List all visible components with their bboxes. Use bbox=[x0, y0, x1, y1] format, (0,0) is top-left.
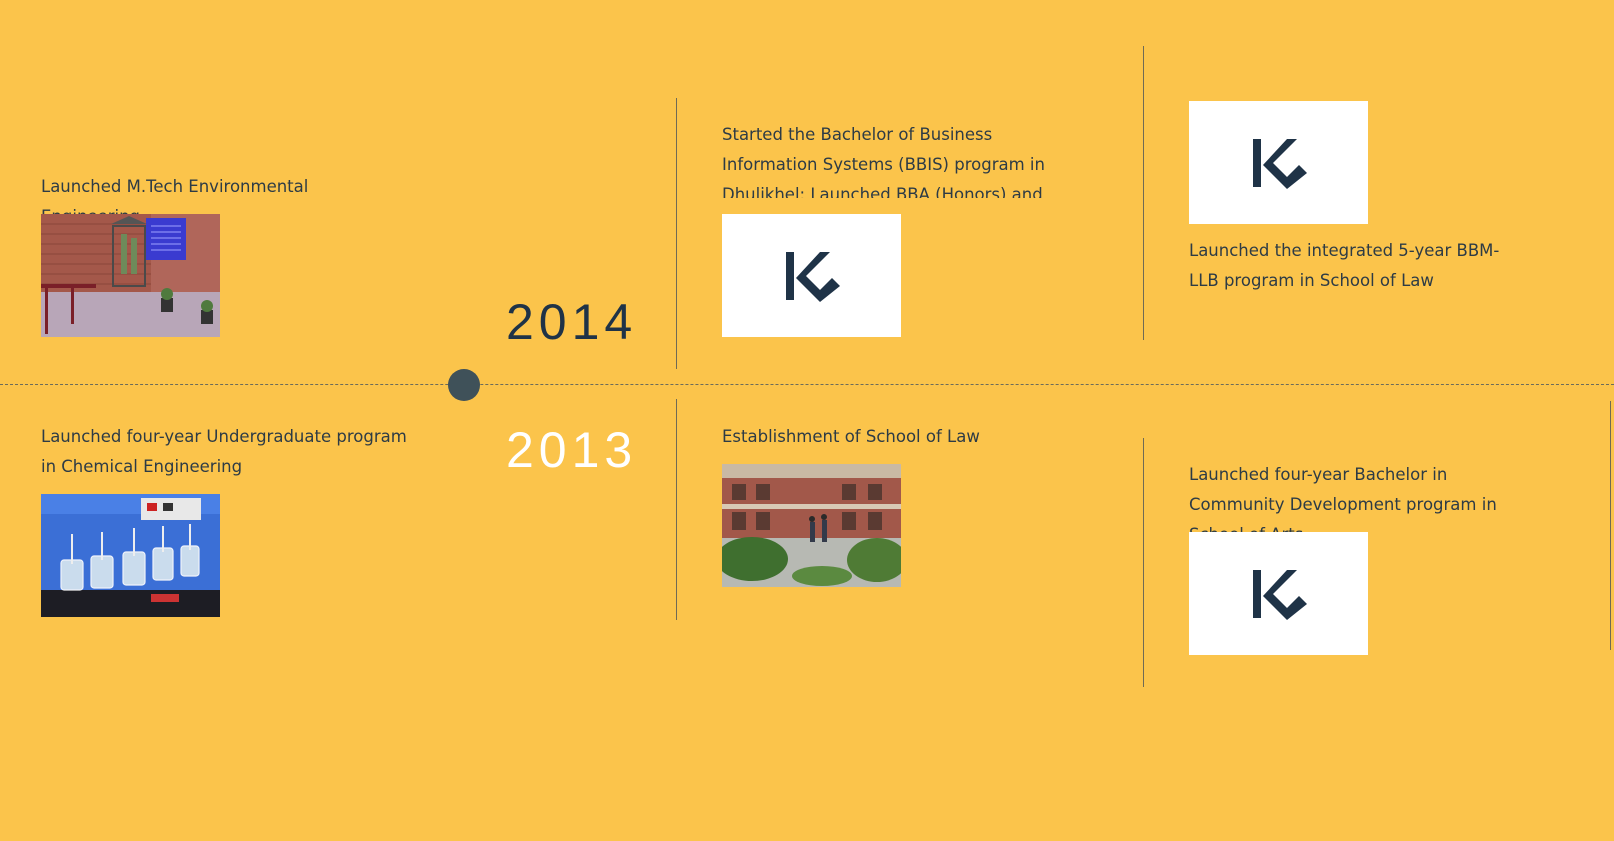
timeline-axis bbox=[0, 384, 1614, 385]
bottom-separator-3 bbox=[1610, 401, 1611, 650]
chemical-lab-photo bbox=[41, 494, 220, 617]
law-building-photo bbox=[722, 464, 901, 587]
bottom-separator-1 bbox=[676, 399, 677, 620]
event-image-logo[interactable] bbox=[1189, 532, 1368, 655]
event-image-law-building[interactable] bbox=[722, 464, 901, 587]
event-image-environmental-lab[interactable] bbox=[41, 214, 220, 337]
year-label-2014[interactable]: 2014 bbox=[506, 294, 638, 350]
event-bbm-llb-program: Launched the integrated 5-year BBM-LLB p… bbox=[1189, 236, 1529, 296]
top-separator-1 bbox=[676, 98, 677, 369]
top-separator-2 bbox=[1143, 46, 1144, 340]
event-chemical-engineering: Launched four-year Undergraduate program… bbox=[41, 422, 411, 482]
timeline-marker-dot[interactable] bbox=[448, 369, 480, 401]
environmental-lab-photo bbox=[41, 214, 220, 337]
ku-logo-icon bbox=[1252, 569, 1307, 620]
event-text: Launched the integrated 5-year BBM-LLB p… bbox=[1189, 241, 1500, 290]
event-image-logo[interactable] bbox=[1189, 101, 1368, 224]
event-image-logo[interactable] bbox=[722, 214, 901, 337]
event-text: Establishment of School of Law bbox=[722, 427, 980, 446]
ku-logo-icon bbox=[785, 251, 840, 302]
event-bbis-program: Started the Bachelor of Business Informa… bbox=[722, 120, 1074, 198]
event-text: Launched four-year Undergraduate program… bbox=[41, 427, 407, 476]
event-image-chemical-lab[interactable] bbox=[41, 494, 220, 617]
year-label-2013[interactable]: 2013 bbox=[506, 422, 638, 478]
event-text: Started the Bachelor of Business Informa… bbox=[722, 125, 1045, 198]
ku-logo-icon bbox=[1252, 138, 1307, 189]
bottom-separator-2 bbox=[1143, 438, 1144, 687]
event-school-of-law: Establishment of School of Law bbox=[722, 422, 1074, 452]
